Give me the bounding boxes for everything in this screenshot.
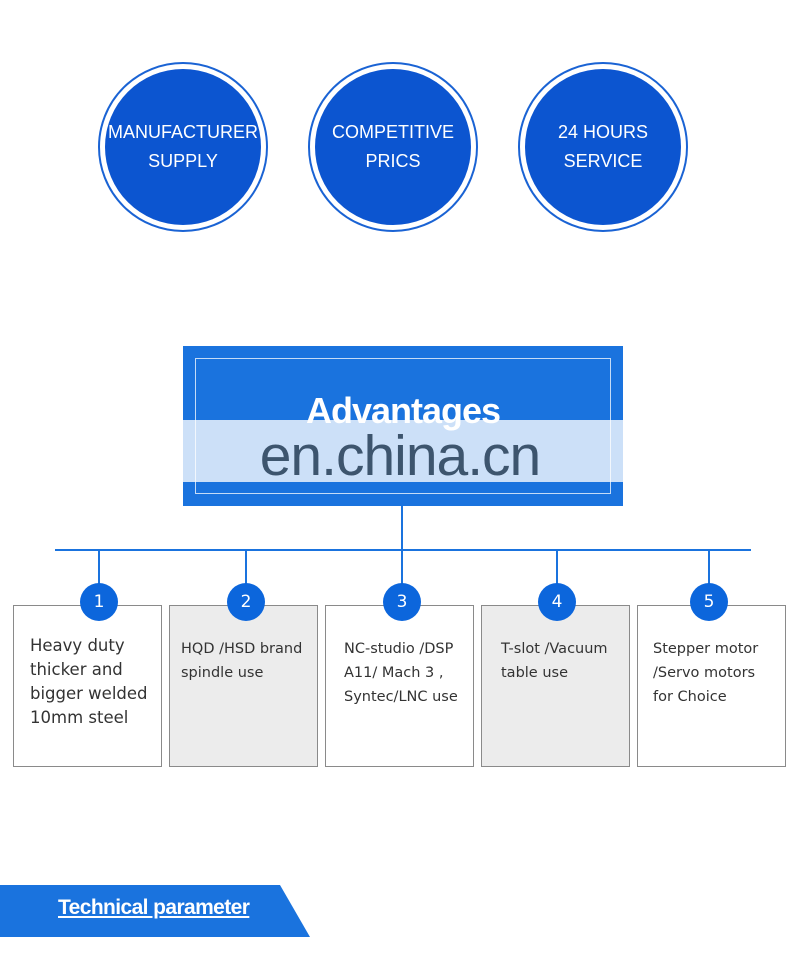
advantage-card-2: HQD /HSD brand spindle use <box>169 605 318 767</box>
feature-label-line2: PRICS <box>365 151 421 171</box>
advantage-card-5: Stepper motor /Servo motors for Choice <box>637 605 786 767</box>
technical-parameter-banner <box>0 885 310 937</box>
feature-label-line2: SUPPLY <box>148 151 218 171</box>
advantage-text: Heavy duty thicker and bigger welded 10m… <box>30 636 148 727</box>
connector-branch-4 <box>556 549 558 589</box>
advantage-text: HQD /HSD brand spindle use <box>181 641 303 681</box>
advantage-card-3: NC-studio /DSP A11/ Mach 3 , Syntec/LNC … <box>325 605 474 767</box>
feature-label-line1: COMPETITIVE <box>331 122 454 142</box>
number-badge-1: 1 <box>80 583 118 621</box>
watermark-text: en.china.cn <box>259 424 542 488</box>
connector-branch-3 <box>401 549 403 589</box>
feature-circle-service: 24 HOURS SERVICE <box>518 62 688 232</box>
number-badge-4: 4 <box>538 583 576 621</box>
connector-branch-2 <box>245 549 247 589</box>
advantage-text: Stepper motor /Servo motors for Choice <box>653 641 759 705</box>
advantage-card-1: Heavy duty thicker and bigger welded 10m… <box>13 605 162 767</box>
connector-horizontal <box>55 549 751 551</box>
feature-circle-competitive: COMPETITIVE PRICS <box>308 62 478 232</box>
number-badge-5: 5 <box>690 583 728 621</box>
feature-circle-inner: COMPETITIVE PRICS <box>315 69 471 225</box>
feature-label-line1: MANUFACTURER <box>107 122 258 142</box>
technical-parameter-label: Technical parameter <box>58 896 250 919</box>
connector-branch-1 <box>98 549 100 589</box>
advantage-text: NC-studio /DSP A11/ Mach 3 , Syntec/LNC … <box>344 641 458 705</box>
feature-label-line2: SERVICE <box>563 151 643 171</box>
advantage-text: T-slot /Vacuum table use <box>501 641 608 681</box>
feature-circle-inner: 24 HOURS SERVICE <box>525 69 681 225</box>
connector-branch-5 <box>708 549 710 589</box>
feature-circle-manufacturer: MANUFACTURER SUPPLY <box>98 62 268 232</box>
watermark-band <box>175 420 630 482</box>
number-badge-2: 2 <box>227 583 265 621</box>
feature-circle-inner: MANUFACTURER SUPPLY <box>105 69 261 225</box>
feature-label-line1: 24 HOURS <box>557 122 649 142</box>
connector-trunk <box>401 506 403 550</box>
number-badge-3: 3 <box>383 583 421 621</box>
advantage-card-4: T-slot /Vacuum table use <box>481 605 630 767</box>
